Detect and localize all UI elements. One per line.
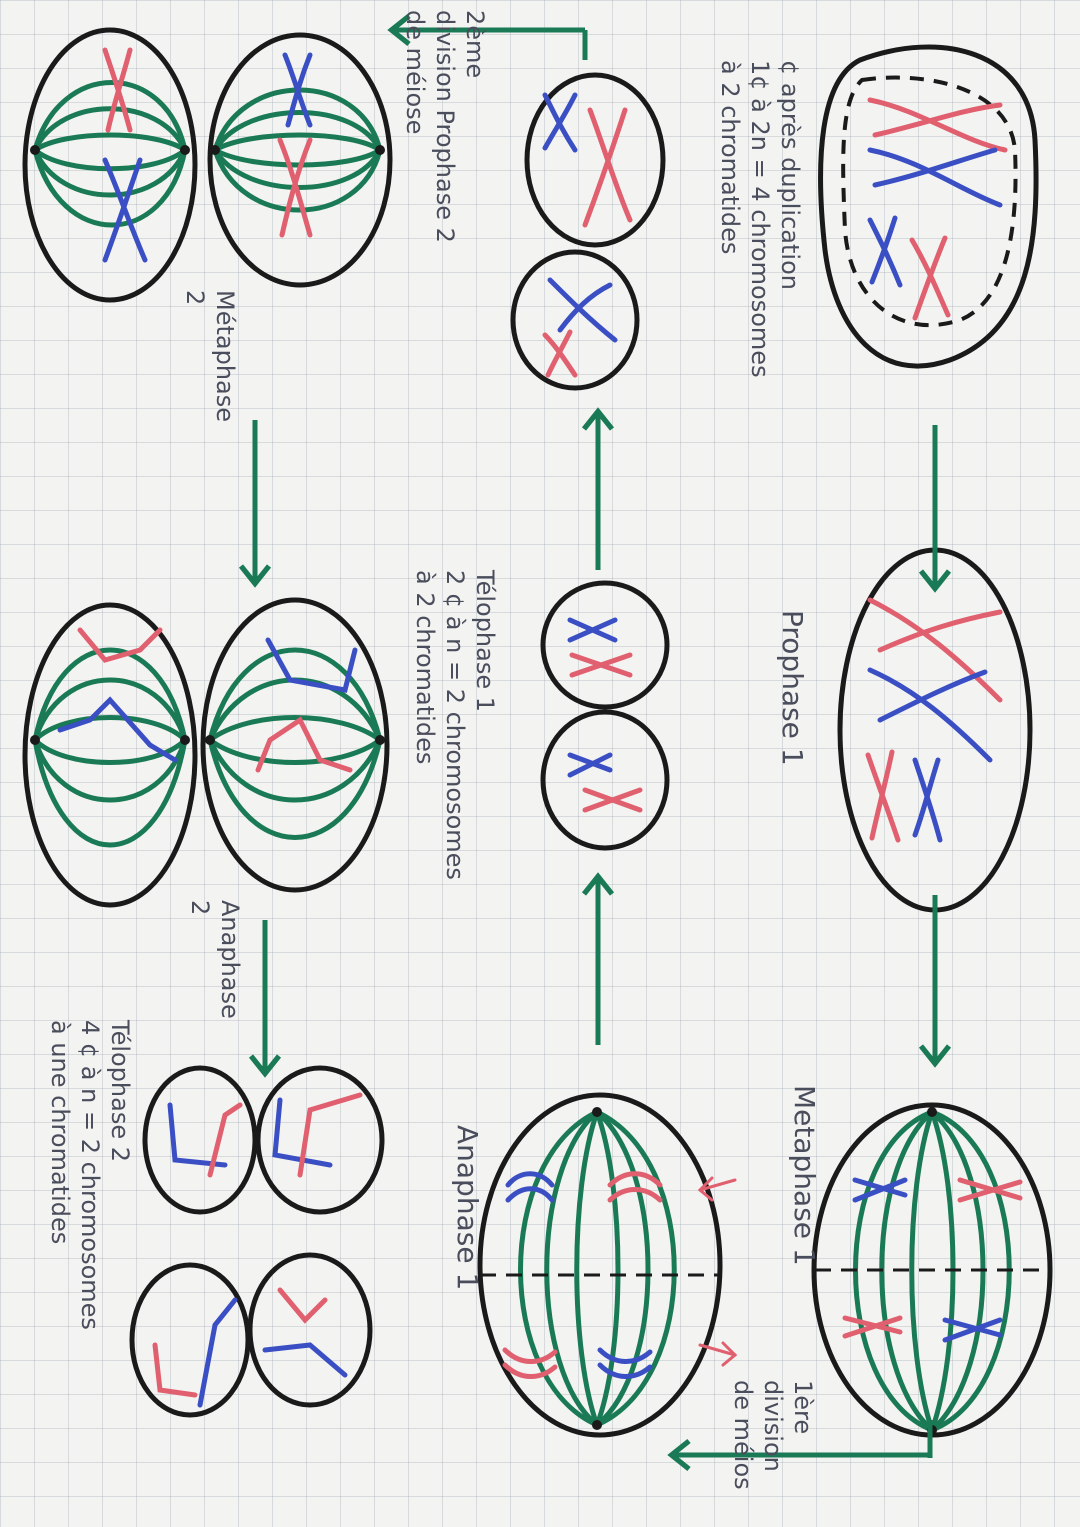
cell-prophase-2-b [510, 249, 640, 391]
chromosome-pair-red-long [867, 97, 1008, 153]
cell-telophase-2-d [129, 1262, 251, 1418]
cell-telophase-2-a [255, 1065, 385, 1215]
cell-telophase-2-c [247, 1252, 373, 1408]
cell-prophase-1 [837, 547, 1033, 913]
cell-telophase-2-b [142, 1065, 258, 1215]
stage-arrows [238, 13, 952, 1472]
cell-telophase-1-a [540, 709, 670, 851]
chromosome-small-red [909, 235, 951, 321]
cell-metaphase-2-a [207, 32, 393, 288]
cell-anaphase-2-b [22, 602, 198, 908]
chromosome-small-blue [867, 215, 903, 288]
cell-metaphase-2-b [22, 27, 198, 303]
cell-anaphase-2-a [200, 597, 390, 893]
cell-prophase-2-a [524, 72, 666, 248]
cell-anaphase-1 [477, 1092, 738, 1438]
cell-telophase-1-b [540, 580, 670, 710]
cell-before-duplication [818, 44, 1039, 369]
cell-metaphase-1 [811, 1102, 1053, 1438]
chromosome-pair-blue-long [867, 147, 1003, 208]
